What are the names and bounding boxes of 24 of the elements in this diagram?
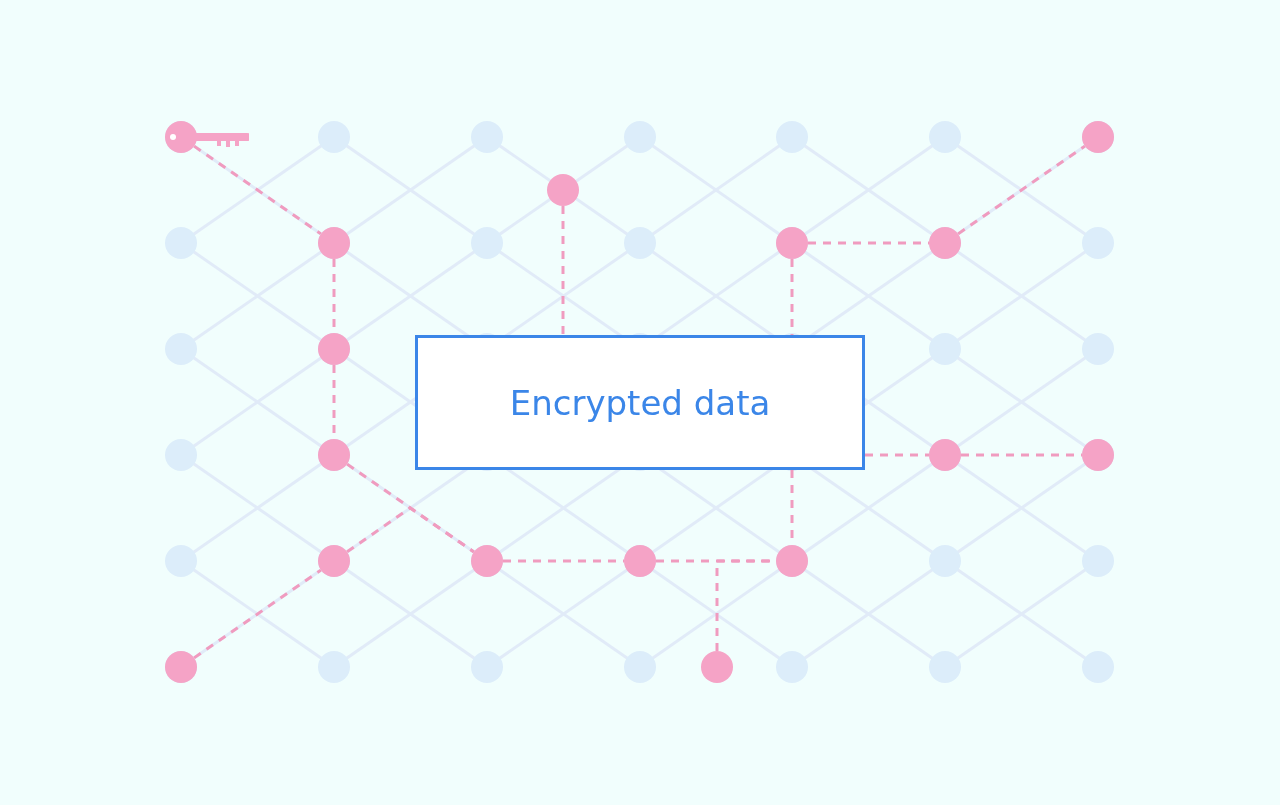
connector-line	[561, 206, 565, 335]
key-icon	[165, 121, 249, 153]
box-label: Encrypted data	[509, 382, 771, 423]
dot	[624, 545, 656, 577]
connector-line	[193, 568, 322, 660]
connector-line	[865, 453, 929, 457]
dot	[1082, 439, 1114, 471]
dot	[471, 545, 503, 577]
dot	[929, 439, 961, 471]
connector-line	[957, 144, 1086, 236]
dot	[318, 227, 350, 259]
dot	[318, 333, 350, 365]
dot	[929, 227, 961, 259]
dot	[318, 439, 350, 471]
dot	[776, 227, 808, 259]
dot	[547, 174, 579, 206]
connector-line	[346, 506, 475, 554]
dot	[701, 651, 733, 683]
dot	[318, 545, 350, 577]
dot	[776, 545, 808, 577]
dot	[1082, 121, 1114, 153]
connector-line	[193, 144, 322, 236]
dot	[165, 651, 197, 683]
text-box	[415, 335, 865, 470]
